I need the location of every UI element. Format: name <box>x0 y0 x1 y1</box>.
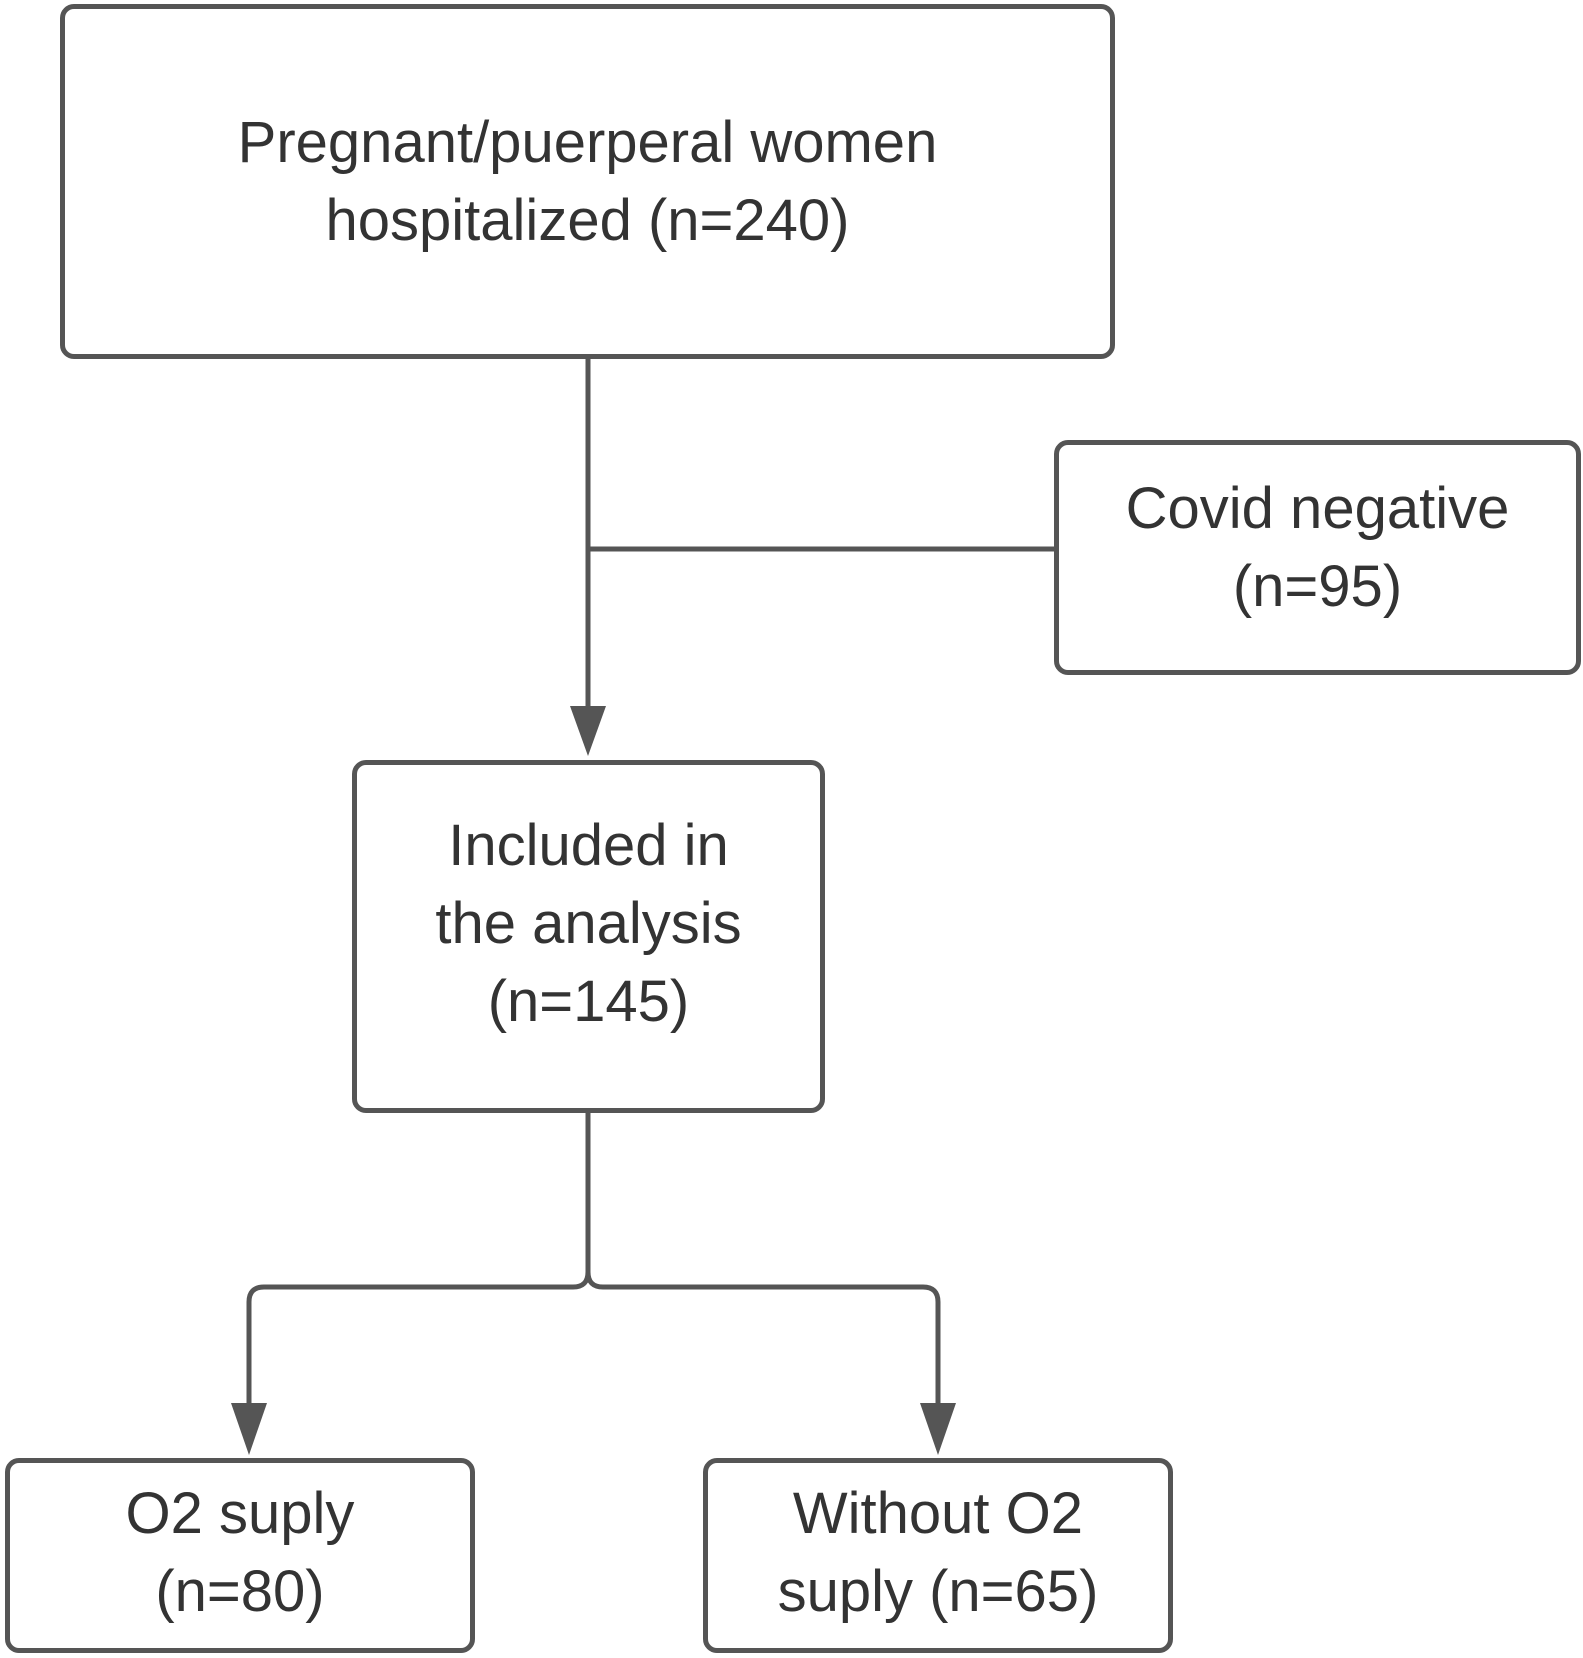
arrowhead-to-without-o2 <box>920 1403 956 1455</box>
arrowhead-to-included <box>570 706 606 756</box>
without-o2-label-line-1: Without O2 <box>792 1481 1084 1546</box>
included-label-line-1: Included in <box>448 813 729 878</box>
hospitalized-box: Pregnant/puerperal women hospitalized (n… <box>60 4 1115 359</box>
arrowhead-to-o2-supply <box>231 1403 267 1455</box>
without-o2-supply-box: Without O2 suply (n=65) <box>703 1458 1173 1653</box>
covid-negative-label-line-1: Covid negative <box>1125 476 1510 541</box>
o2-supply-box: O2 suply (n=80) <box>5 1458 475 1653</box>
hospitalized-label-line-2: hospitalized (n=240) <box>325 188 850 253</box>
o2-supply-label-line-1: O2 suply <box>125 1481 355 1546</box>
covid-negative-box: Covid negative (n=95) <box>1054 440 1581 675</box>
included-label-line-2: the analysis <box>435 891 742 956</box>
covid-negative-label-line-2: (n=95) <box>1232 554 1403 619</box>
split-left-connector <box>246 1113 591 1405</box>
included-label-line-3: (n=145) <box>487 969 690 1034</box>
hospitalized-label-line-1: Pregnant/puerperal women <box>237 110 938 175</box>
included-analysis-box: Included in the analysis (n=145) <box>352 760 825 1113</box>
o2-supply-label-line-2: (n=80) <box>155 1559 325 1624</box>
split-right-connector <box>585 1271 941 1405</box>
without-o2-label-line-2: suply (n=65) <box>777 1559 1099 1624</box>
